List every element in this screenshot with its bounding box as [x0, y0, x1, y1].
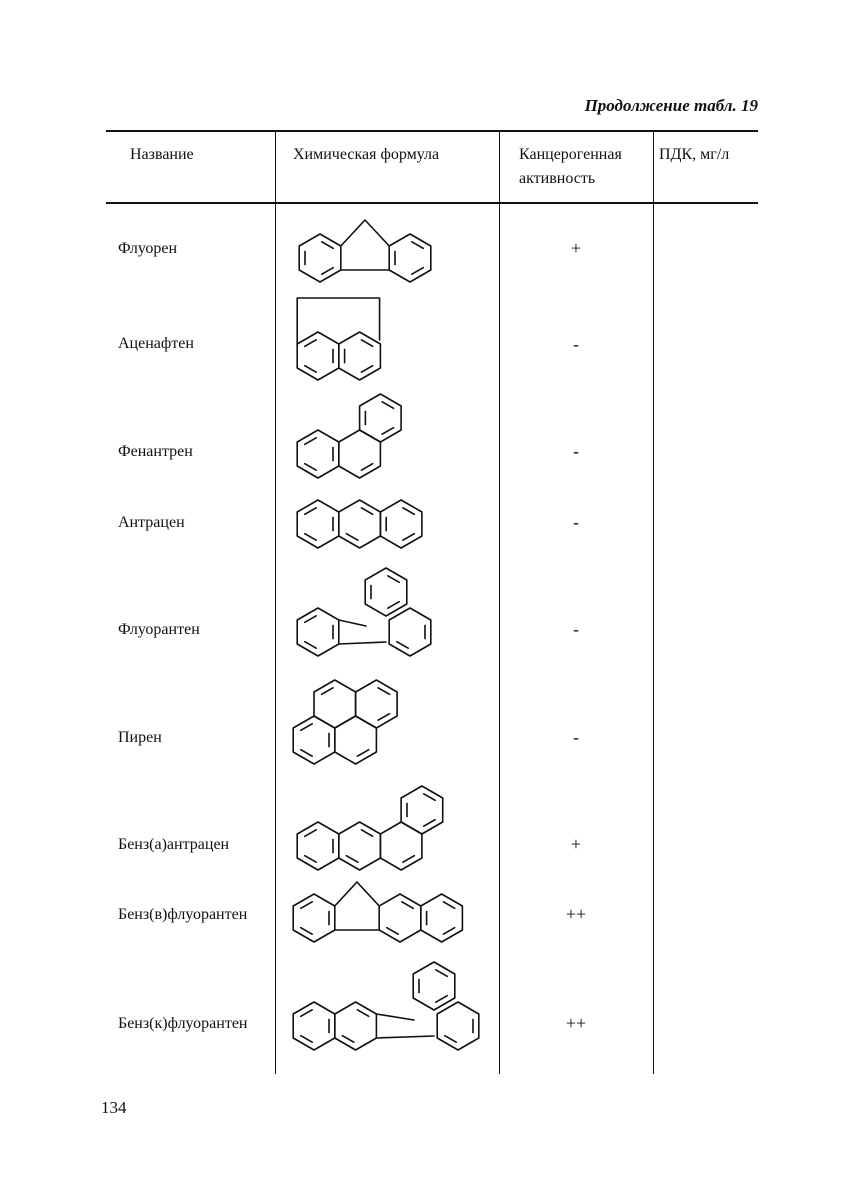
benzo-k-fluoranthene-structure-icon — [282, 956, 494, 1060]
column-divider-1 — [275, 130, 276, 1074]
column-divider-3 — [653, 130, 654, 1074]
row-activity: - — [500, 619, 652, 640]
row-activity: - — [500, 334, 652, 355]
row-activity: + — [500, 834, 652, 855]
row-name: Флуорантен — [118, 621, 200, 639]
row-name: Антрацен — [118, 514, 185, 532]
row-activity: ++ — [500, 904, 652, 925]
fluorene-structure-icon — [282, 208, 494, 296]
phenanthrene-structure-icon — [282, 384, 494, 494]
header-activity-line2: активность — [519, 168, 595, 190]
row-name: Бенз(в)флуорантен — [118, 906, 247, 924]
row-activity: + — [500, 238, 652, 259]
row-activity: ++ — [500, 1013, 652, 1034]
row-activity: - — [500, 512, 652, 533]
benzo-b-fluoranthene-structure-icon — [282, 880, 494, 950]
row-activity: - — [500, 441, 652, 462]
row-name: Фенантрен — [118, 443, 193, 461]
row-name: Бенз(к)флуорантен — [118, 1015, 247, 1033]
column-divider-2 — [499, 130, 500, 1074]
header-activity-line1: Канцерогенная — [519, 144, 622, 166]
header-formula: Химическая формула — [293, 144, 439, 166]
fluoranthene-structure-icon — [282, 562, 494, 666]
header-name: Название — [130, 144, 194, 166]
page-number: 134 — [101, 1098, 127, 1118]
benzanthracene-structure-icon — [282, 776, 494, 876]
row-name: Бенз(а)антрацен — [118, 836, 229, 854]
anthracene-structure-icon — [282, 490, 494, 556]
row-name: Пирен — [118, 729, 162, 747]
header-pdk: ПДК, мг/л — [659, 144, 729, 166]
table-header-rule — [106, 202, 758, 204]
pyrene-structure-icon — [282, 674, 494, 774]
table-top-rule — [106, 130, 758, 132]
table-caption: Продолжение табл. 19 — [585, 96, 758, 116]
row-activity: - — [500, 727, 652, 748]
acenaphthene-structure-icon — [282, 294, 494, 394]
row-name: Аценафтен — [118, 335, 194, 353]
row-name: Флуорен — [118, 240, 177, 258]
